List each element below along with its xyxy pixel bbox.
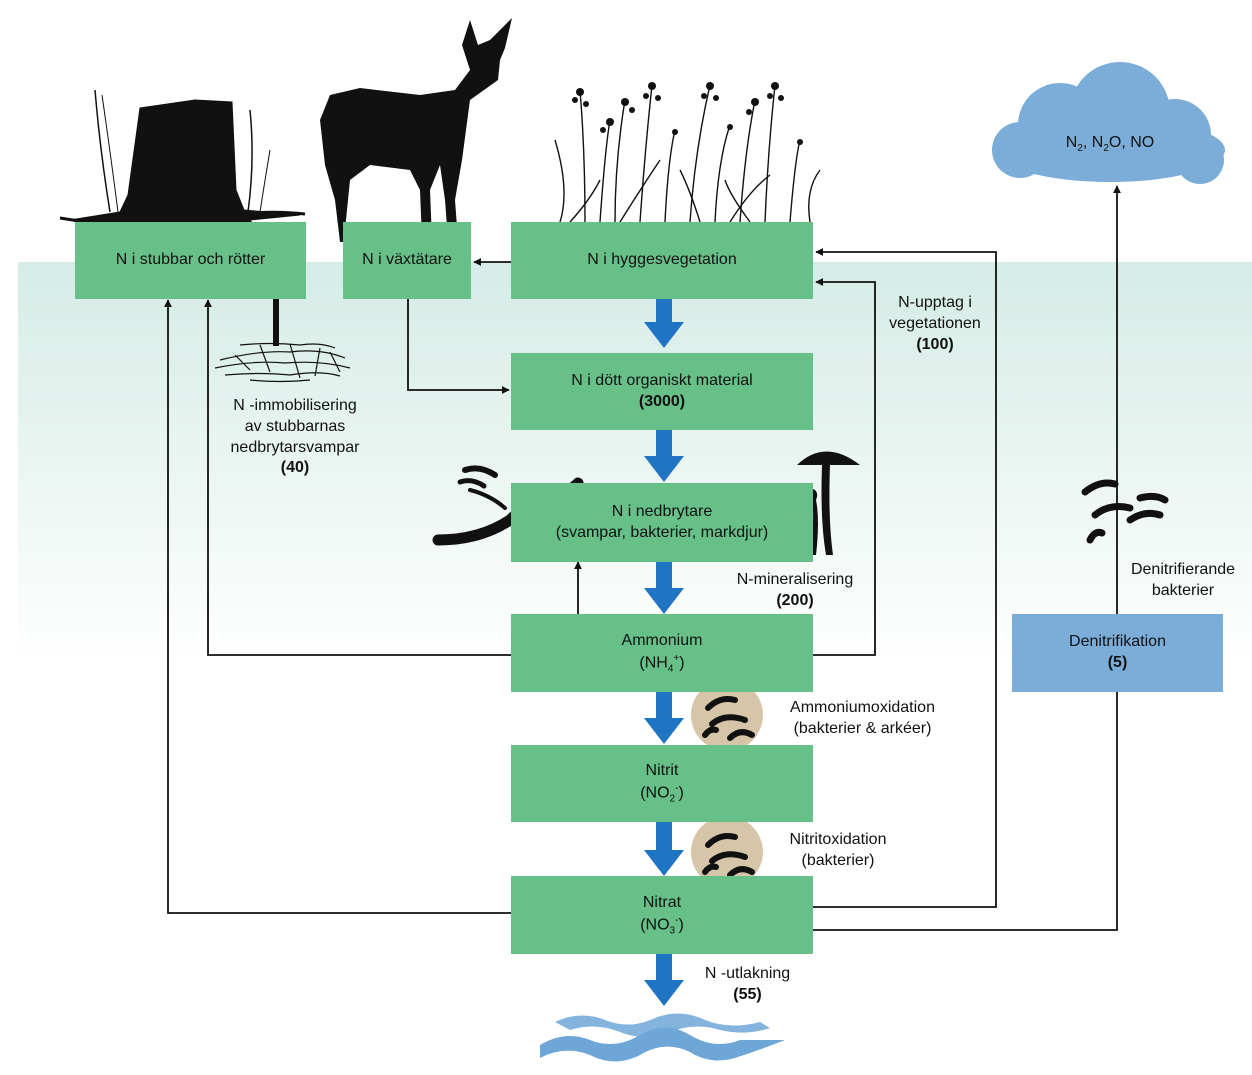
ammonium-formula: (NH4+): [639, 652, 685, 675]
stumps-roots-box: N i stubbar och rötter: [75, 222, 306, 299]
nitrite-formula: (NO2-): [640, 783, 684, 805]
immobilization-value: (40): [280, 459, 310, 477]
mycelium-icon: [214, 342, 351, 383]
ammonium-box: Ammonium (NH4+): [511, 614, 813, 692]
tree-stump-icon: [59, 89, 306, 242]
flow-arrows: [644, 298, 684, 1006]
grass-seedheads: [572, 82, 803, 145]
denitrification-box: Denitrifikation (5): [1012, 614, 1223, 692]
decomposers-sublabel: (svampar, bakterier, markdjur): [555, 523, 769, 541]
ammonium-label: Ammonium: [621, 631, 703, 649]
dead-organic-label: N i dött organiskt material: [571, 371, 753, 389]
mineralization-value: (200): [776, 591, 814, 609]
water-waves-icon: [540, 1013, 785, 1062]
leaching-label: N -utlakning (55): [690, 964, 805, 1006]
vegetation-label: N i hyggesvegetation: [587, 251, 737, 269]
denitrification-value: (5): [1107, 654, 1128, 671]
denitrification-label: Denitrifikation: [1069, 633, 1166, 651]
bacteria-icon: [691, 679, 763, 751]
uptake-value: (100): [916, 335, 954, 353]
immobilization-label: N -immobilisering av stubbarnas nedbryta…: [200, 396, 390, 479]
mineralization-label: N-mineralisering (200): [715, 570, 875, 612]
nitrate-box: Nitrat (NO3-): [511, 876, 813, 954]
cloud-gases-label: N2, N2O, NO: [1065, 134, 1155, 155]
grass-icon: [554, 84, 821, 223]
mushroom-decomposer-icon: [797, 451, 860, 555]
nitrite-box: Nitrit (NO2-): [511, 745, 813, 822]
herbivores-box: N i växtätare: [343, 222, 471, 299]
nitrite-label: Nitrit: [645, 762, 679, 780]
herbivores-label: N i växtätare: [362, 251, 452, 269]
bacteria-icon-2: [691, 816, 763, 888]
uptake-label: N-upptag i vegetationen (100): [875, 293, 995, 355]
cloud-icon: [992, 62, 1225, 184]
denitrifying-bacteria-label: Denitrifierande bakterier: [1130, 561, 1236, 599]
soil-background: [18, 262, 1252, 662]
denitrifying-bacteria-icon: [1081, 479, 1169, 544]
dead-organic-value: (3000): [638, 392, 686, 410]
decomposers-box: N i nedbrytare (svampar, bakterier, mark…: [511, 483, 813, 562]
decomposers-label: N i nedbrytare: [611, 502, 713, 520]
vegetation-box: N i hyggesvegetation: [511, 222, 813, 299]
stumps-roots-label: N i stubbar och rötter: [115, 251, 266, 269]
nitrate-label: Nitrat: [642, 893, 682, 911]
deer-icon: [320, 18, 512, 242]
dead-organic-box: N i dött organiskt material (3000): [511, 353, 813, 430]
connector-lines: [164, 185, 1121, 931]
leaching-value: (55): [733, 985, 762, 1003]
nitrite-oxidation-label: Nitritoxidation (bakterier): [789, 831, 887, 869]
ammonium-oxidation-label: Ammoniumoxidation (bakterier & arkéer): [790, 699, 935, 737]
nitrate-formula: (NO3-): [640, 914, 684, 937]
